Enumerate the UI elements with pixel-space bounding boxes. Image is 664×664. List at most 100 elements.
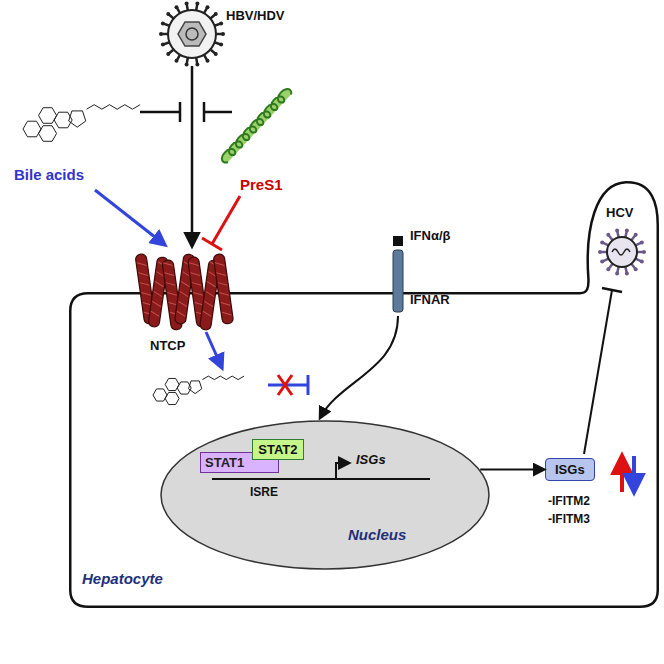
figure-label: NTCP [150, 338, 185, 353]
entry-arrow [191, 66, 194, 246]
molecule-tail [87, 105, 141, 110]
figure-label: IFNAR [410, 292, 450, 307]
virus-spike-tip [221, 32, 225, 36]
node-text: ISGs [555, 462, 585, 477]
ntcp-helix-stripe [181, 282, 190, 287]
dna-line [212, 478, 430, 480]
isg-box: ISGs [545, 458, 595, 481]
virus-rna [612, 249, 630, 255]
ifnar-receptor [393, 250, 403, 312]
ntcp-helix-stripe [178, 301, 187, 306]
virus-spike-tip [175, 5, 179, 9]
ntcp-helix [213, 254, 234, 325]
virus-envelope [168, 10, 216, 58]
hbv-virion [159, 1, 225, 66]
virus-spike-tip [600, 240, 604, 244]
virus-spike-tip [615, 271, 619, 275]
ifn-ligand [393, 236, 403, 246]
nucleus-ellipse: NucleusSTAT1STAT2 [160, 420, 490, 570]
cell-membrane [73, 185, 655, 604]
figure-label: HBV/HDV [226, 8, 285, 23]
ntcp-helix-stripe [217, 271, 226, 276]
molecule-ring [153, 389, 167, 401]
helix-coil [222, 89, 291, 162]
figure-label: IFNα/β [410, 228, 450, 243]
ntcp-helix-stripe [215, 262, 224, 267]
virus-spike-tip [634, 233, 638, 237]
figure-label: -IFITM2 [548, 494, 590, 508]
molecule-tail [202, 376, 244, 380]
ntcp-helix-stripe [193, 291, 202, 296]
virus-spike-tip [219, 43, 223, 47]
virus-spike-tip [195, 1, 199, 5]
ntcp-helix-stripe [205, 291, 214, 296]
virus-capsid [178, 22, 206, 46]
virus-genome [186, 28, 198, 40]
virus-spike-tip [600, 260, 604, 264]
molecule-ring [165, 378, 179, 390]
hcv-virion [598, 229, 646, 276]
blocked-inhibition [268, 384, 308, 387]
hcv-inhibition-bar [602, 288, 622, 292]
signal-arrow [320, 316, 398, 418]
up-arrow [620, 456, 624, 492]
virus-spike-tip [166, 12, 170, 16]
molecule-ring [69, 111, 86, 127]
bile-acid-arrow [95, 190, 165, 245]
red-cross [278, 375, 292, 395]
ntcp-helix-stripe [167, 291, 176, 296]
molecule-ring [39, 126, 57, 142]
molecule-ring [189, 381, 202, 394]
ntcp-helix-stripe [191, 271, 200, 276]
virus-spike-tip [185, 1, 189, 5]
uptake-arrow [206, 332, 222, 368]
ntcp-helix-stripe [222, 311, 231, 316]
ntcp-helix-stripe [137, 262, 146, 267]
nucleus-ellipse-shape [161, 421, 489, 569]
virus-spike-tip [219, 21, 223, 25]
ntcp-helix-stripe [219, 291, 228, 296]
figure-label: -IFITM3 [548, 512, 590, 526]
virus-spike-tip [175, 59, 179, 63]
virus-spike-tip [214, 12, 218, 16]
bile-acid-molecule [153, 376, 244, 404]
ntcp-helix-stripe [141, 291, 150, 296]
virus-spike-tip [615, 229, 619, 233]
ntcp-helix-stripe [221, 301, 230, 306]
ntcp-helix-stripe [153, 291, 162, 296]
figure-label: Bile acids [14, 166, 84, 183]
ntcp-helix-stripe [155, 282, 164, 287]
virus-envelope [607, 237, 637, 267]
molecule-ring [165, 392, 179, 404]
virus-spike-tip [606, 267, 610, 271]
ntcp-helix-stripe [152, 301, 161, 306]
ntcp-helix-stripe [179, 291, 188, 296]
ntcp-helix-stripe [176, 311, 185, 316]
ntcp-helix-stripe [139, 271, 148, 276]
pres1-inhibition [212, 196, 240, 244]
virus-spike-tip [598, 250, 602, 254]
ntcp-helix-stripe [166, 281, 175, 286]
red-cross [278, 375, 292, 395]
virus-spike-tip [606, 233, 610, 237]
pres1-inhibition-bar [202, 238, 222, 250]
inhibition-bar [179, 102, 182, 122]
virus-spike-tip [195, 63, 199, 67]
cell-membrane-inner [73, 185, 655, 604]
virus-spike-tip [642, 250, 646, 254]
stat2-box: STAT2 [252, 439, 303, 460]
molecule-ring [23, 121, 41, 137]
ntcp-helix-stripe [189, 262, 198, 267]
node-text: STAT2 [258, 442, 297, 457]
ntcp-helix-stripe [192, 281, 201, 286]
virus-spike-tip [159, 32, 163, 36]
down-arrow [632, 456, 636, 492]
figure-label: HCV [606, 205, 633, 220]
hcv-inhibition [584, 290, 612, 454]
virus-spike-tip [640, 260, 644, 264]
virus-spike-tip [166, 52, 170, 56]
ntcp-helix-stripe [165, 271, 174, 276]
ntcp-helix-stripe [204, 301, 213, 306]
